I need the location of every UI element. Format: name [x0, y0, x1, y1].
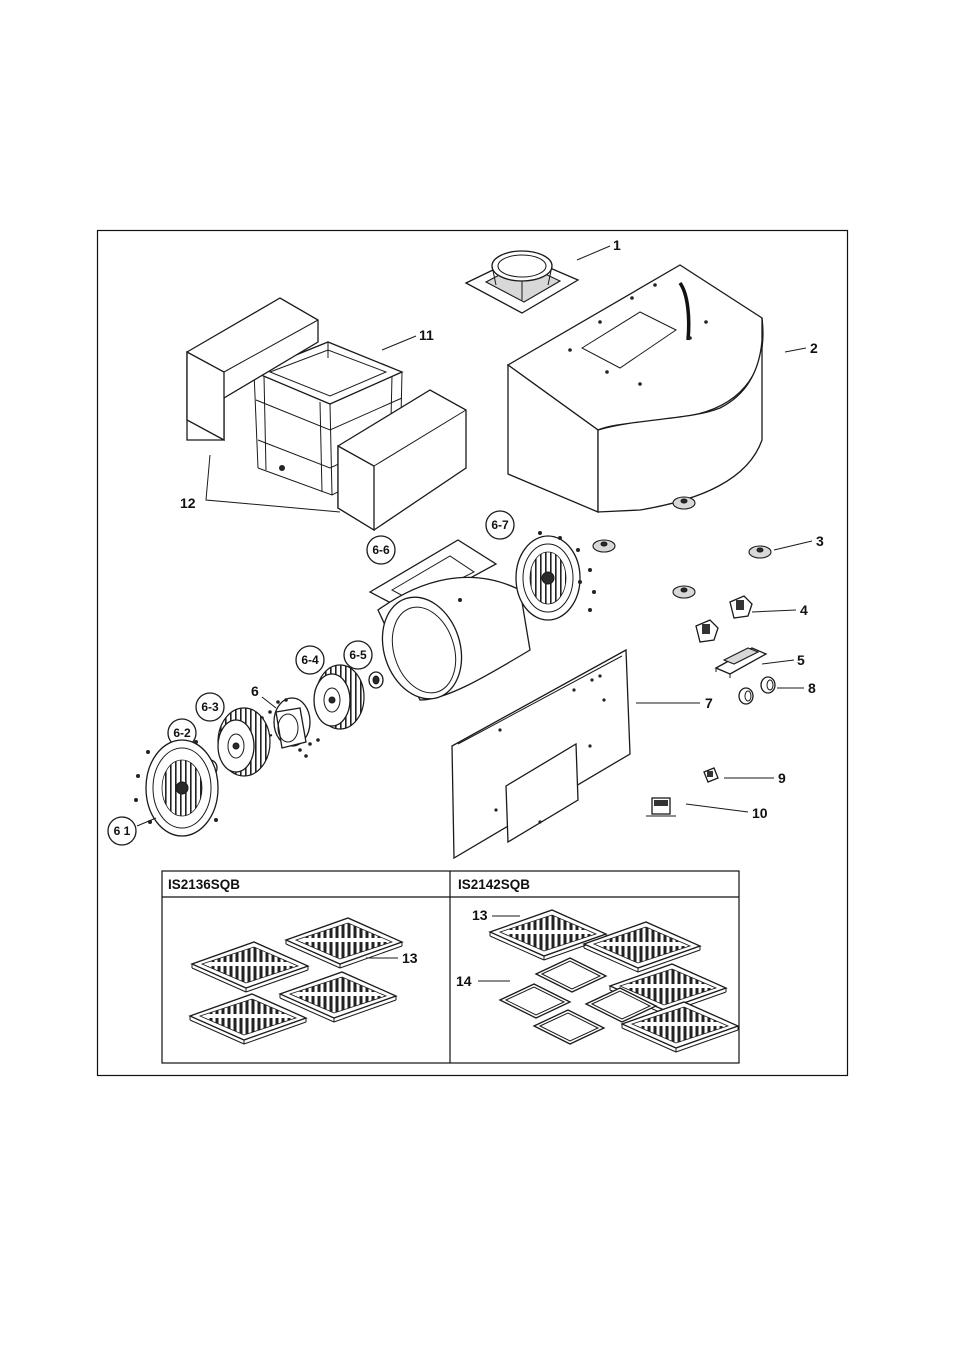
baffle-filter-group-left — [190, 918, 402, 1044]
part-label-6-7: 6-7 — [491, 518, 509, 532]
part-label-14: 14 — [456, 973, 472, 989]
part-label-1: 1 — [613, 237, 621, 253]
hood-body-part — [508, 265, 763, 512]
leader-line-5 — [762, 660, 794, 664]
part-label-6-2: 6-2 — [173, 726, 191, 740]
leader-line-6-1 — [137, 818, 156, 826]
part-label-13-left: 13 — [402, 950, 418, 966]
grommet-part — [593, 497, 771, 598]
leader-line-10 — [686, 804, 748, 812]
blower-wheel-right-part — [314, 665, 364, 729]
part-label-11: 11 — [419, 327, 434, 343]
part-label-6-1: 6 1 — [114, 824, 131, 838]
clip-part — [696, 596, 752, 642]
duct-collar-part — [466, 251, 578, 313]
bushing-part — [369, 672, 383, 688]
transformer-part — [646, 798, 676, 816]
knob-part — [739, 677, 775, 704]
part-label-6-4: 6-4 — [301, 653, 319, 667]
leader-line-11 — [382, 336, 416, 350]
baffle-filter-group-right — [490, 910, 738, 1052]
inlet-ring-part — [516, 531, 596, 620]
part-label-6: 6 — [251, 683, 259, 699]
leader-line-1 — [577, 246, 610, 260]
front-panel-part — [452, 650, 630, 858]
part-label-6-3: 6-3 — [201, 700, 219, 714]
leader-line-4 — [752, 610, 796, 612]
leader-line-6 — [262, 697, 276, 708]
part-label-13-right: 13 — [472, 907, 488, 923]
part-label-12: 12 — [180, 495, 196, 511]
mesh-filter-group — [500, 958, 656, 1044]
part-label-7: 7 — [705, 695, 713, 711]
part-label-3: 3 — [816, 533, 824, 549]
part-label-9: 9 — [778, 770, 786, 786]
leader-line-3 — [774, 541, 812, 550]
part-label-8: 8 — [808, 680, 816, 696]
part-label-5: 5 — [797, 652, 805, 668]
part-label-6-6: 6-6 — [372, 543, 390, 557]
part-label-2: 2 — [810, 340, 818, 356]
bracket-part — [716, 648, 766, 678]
blower-housing-part — [370, 540, 530, 709]
table-header-left-model: IS2136SQB — [168, 877, 240, 892]
part-label-6-5: 6-5 — [349, 648, 367, 662]
blower-wheel-left-part — [218, 708, 270, 776]
table-header-right-model: IS2142SQB — [458, 877, 530, 892]
part-label-10: 10 — [752, 805, 768, 821]
part-label-4: 4 — [800, 602, 808, 618]
leader-line-2 — [785, 348, 806, 352]
switch-part — [704, 768, 718, 782]
